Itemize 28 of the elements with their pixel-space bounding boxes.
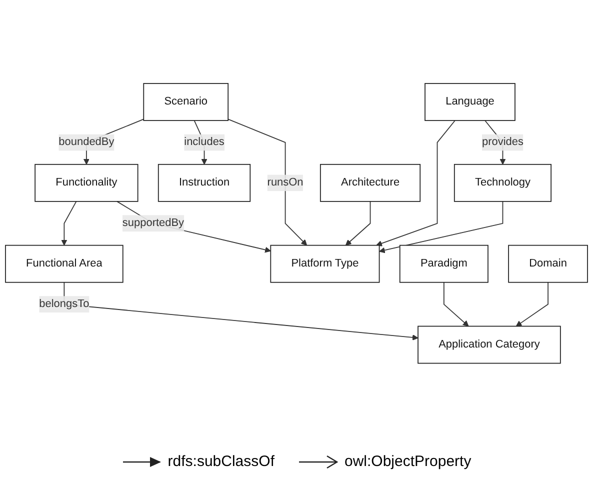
arrow [379, 201, 504, 254]
edge-label: includes [184, 136, 224, 148]
node-box: Scenario [143, 83, 229, 122]
arrow [516, 282, 548, 327]
edge-label: boundedBy [58, 136, 114, 148]
edge-label: supportedBy [122, 217, 184, 229]
node-box: Paradigm [399, 245, 488, 283]
arrow [64, 282, 418, 341]
node-box: Application Category [418, 326, 561, 364]
node-box: Language [424, 83, 516, 122]
legend-text: owl:ObjectProperty [344, 453, 472, 470]
node-box: Domain [508, 245, 588, 283]
arrow [345, 201, 371, 246]
node-box: Functionality [34, 164, 138, 202]
arrow [61, 201, 77, 246]
arrow [228, 118, 308, 246]
node-box: Technology [454, 164, 552, 202]
edge-label: provides [482, 136, 524, 148]
edge-label: belongsTo [39, 298, 90, 310]
node-box: Functional Area [5, 245, 124, 283]
arrow [376, 120, 456, 246]
node-box: Platform Type [270, 245, 380, 283]
node-box: Architecture [320, 164, 421, 202]
edge-label: runsOn [267, 176, 304, 189]
arrow [116, 201, 271, 253]
arrow [443, 282, 469, 327]
node-box: Instruction [158, 164, 251, 202]
legend-text: rdfs:subClassOf [168, 453, 274, 470]
